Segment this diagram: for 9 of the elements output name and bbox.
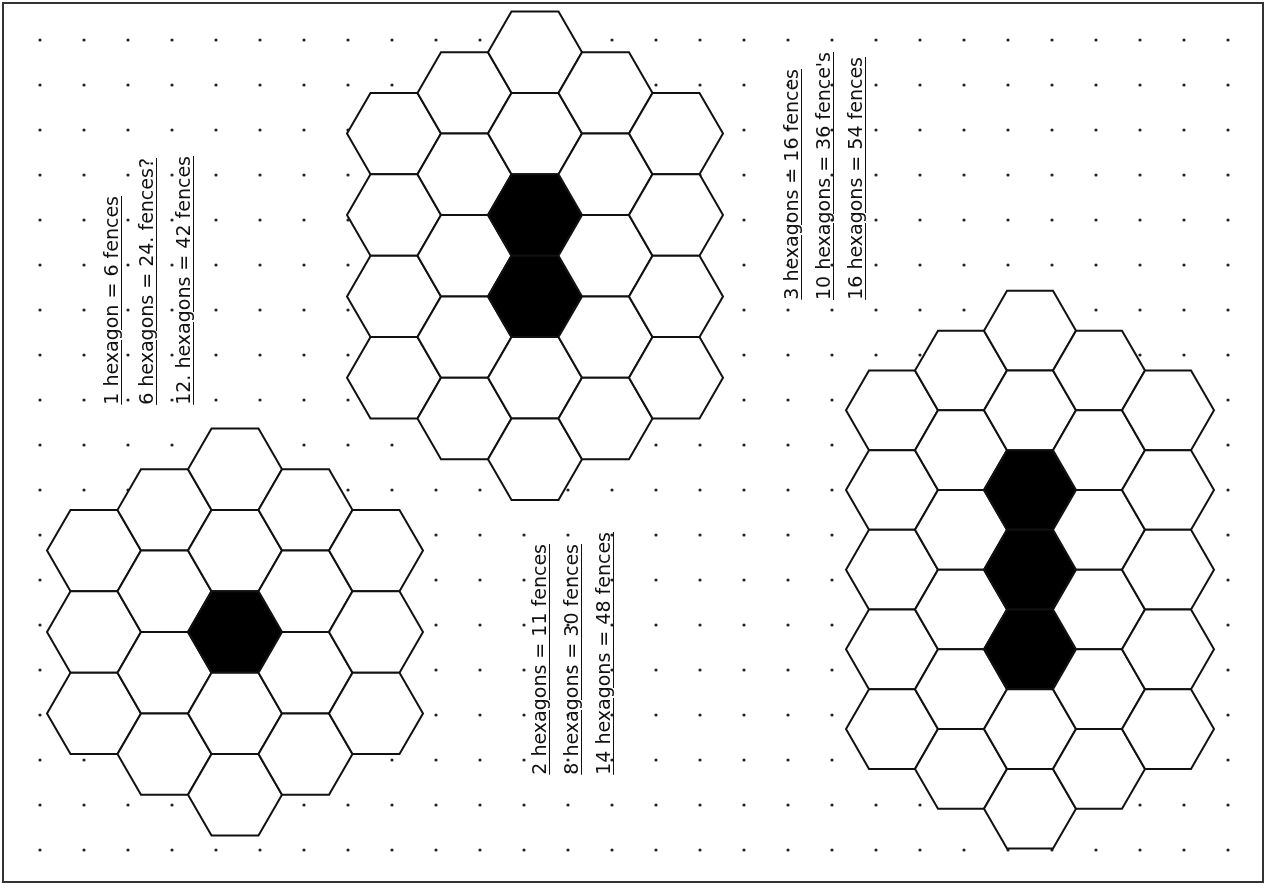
handwritten-note: 14 hexagons = 48 fences [592,532,614,775]
handwritten-note: 1 hexagon = 6 fences [100,196,122,405]
handwritten-note: 6 hexagons = 24. fences? [135,158,157,405]
handwritten-note: 2 hexagons = 11 fences [528,544,550,775]
handwritten-note: 8 hexagons = 30 fences [560,544,582,775]
handwritten-note: 12. hexagons = 42 fences [172,156,194,405]
handwritten-note: 16 hexagons = 54 fences [844,57,866,300]
handwritten-note: 3 hexagons = 16 fences [780,69,802,300]
handwritten-note: 10 hexagons = 36 fence's [812,51,834,300]
